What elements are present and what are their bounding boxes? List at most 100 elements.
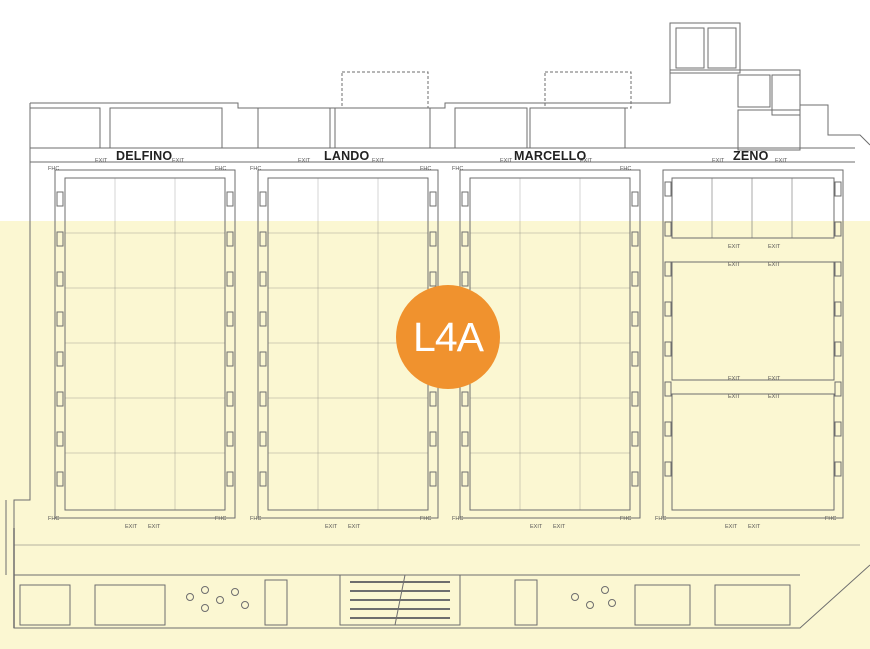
fhc-label-6: FHC (620, 166, 631, 172)
zeno-door-right (834, 301, 842, 317)
zeno-door-left (664, 301, 672, 317)
hall-door-left (259, 191, 267, 207)
service-room-4 (334, 107, 431, 149)
loading-dock-lando (341, 71, 429, 109)
hall-door-left (461, 231, 469, 247)
zeno-door-left (664, 461, 672, 477)
fhc-label-11: FHC (452, 516, 463, 522)
restroom-3 (634, 584, 691, 626)
fhc-label-12: FHC (620, 516, 631, 522)
zeno-door-left (664, 221, 672, 237)
hall-door-left (56, 471, 64, 487)
hall-door-right (429, 431, 437, 447)
hall-door-left (461, 191, 469, 207)
hall-door-left (259, 271, 267, 287)
hall-label-zeno: ZENO (733, 149, 769, 163)
service-shaft-1 (264, 579, 288, 626)
hall-door-left (56, 391, 64, 407)
service-room-5 (454, 107, 528, 149)
exit-label-4: EXIT (372, 158, 385, 164)
zeno-door-right (834, 181, 842, 197)
fhc-label-4: FHC (420, 166, 431, 172)
exit-label-14: EXIT (553, 524, 566, 530)
service-room-2 (109, 107, 223, 149)
hall-door-right (631, 271, 639, 287)
hall-door-left (259, 391, 267, 407)
elevator-core (737, 74, 771, 108)
hall-door-right (631, 471, 639, 487)
hall-outline-1 (54, 169, 236, 519)
exit-labels: EXIT EXIT EXIT EXIT EXIT EXIT EXIT EXIT EXIT EXIT… (95, 158, 788, 530)
zeno-door-left (664, 421, 672, 437)
zeno-room-1 (671, 177, 835, 239)
hall-door-right (631, 191, 639, 207)
service-core-lower (737, 109, 801, 151)
exit-label-5: EXIT (500, 158, 513, 164)
hall-inner-1 (64, 177, 226, 511)
hall-door-left (259, 311, 267, 327)
seating-4 (231, 588, 239, 596)
hall-door-right (226, 351, 234, 367)
fhc-label-7: FHC (48, 516, 59, 522)
hall-door-left (461, 471, 469, 487)
zeno-door-left (664, 341, 672, 357)
hall-door-left (56, 311, 64, 327)
hall-door-right (631, 391, 639, 407)
fhc-label-13: FHC (655, 516, 666, 522)
hall-door-left (461, 391, 469, 407)
exit-label-21: EXIT (728, 376, 741, 382)
service-room-3 (257, 107, 331, 149)
walls (5, 22, 870, 629)
exit-label-10: EXIT (148, 524, 161, 530)
zeno-door-right (834, 341, 842, 357)
hall-label-lando: LANDO (324, 149, 370, 163)
hall-label-delfino: DELFINO (116, 149, 173, 163)
fhc-label-1: FHC (48, 166, 59, 172)
level-badge: L4A (396, 285, 500, 389)
stair-tower (669, 22, 741, 74)
exit-label-15: EXIT (725, 524, 738, 530)
seating-3 (216, 596, 224, 604)
seating-6 (201, 604, 209, 612)
hall-door-left (56, 271, 64, 287)
service-room-1 (29, 107, 101, 149)
zeno-door-right (834, 261, 842, 277)
fhc-label-9: FHC (250, 516, 261, 522)
fhc-label-10: FHC (420, 516, 431, 522)
exit-label-3: EXIT (298, 158, 311, 164)
stair-tower-right (707, 27, 737, 69)
exit-label-7: EXIT (712, 158, 725, 164)
hall-door-left (56, 431, 64, 447)
hall-door-left (56, 231, 64, 247)
zeno-room-2 (671, 261, 835, 381)
restroom-1 (19, 584, 71, 626)
hall-door-right (226, 471, 234, 487)
exit-label-2: EXIT (172, 158, 185, 164)
hall-door-right (226, 191, 234, 207)
hall-door-right (226, 311, 234, 327)
seating-5 (241, 601, 249, 609)
seating-10 (608, 599, 616, 607)
seating-2 (201, 586, 209, 594)
hall-door-left (461, 271, 469, 287)
stair-tower-left (675, 27, 705, 69)
fhc-label-8: FHC (215, 516, 226, 522)
exit-label-16: EXIT (748, 524, 761, 530)
hall-door-left (56, 351, 64, 367)
hall-outline-zeno (662, 169, 844, 519)
exit-label-17: EXIT (728, 244, 741, 250)
hall-door-right (226, 391, 234, 407)
exit-label-12: EXIT (348, 524, 361, 530)
zeno-door-right (834, 221, 842, 237)
service-room-6 (529, 107, 626, 149)
zeno-door-right (834, 461, 842, 477)
escalator-divider (394, 574, 406, 626)
hall-door-right (429, 191, 437, 207)
exit-label-24: EXIT (768, 394, 781, 400)
loading-dock-marcello (544, 71, 632, 109)
fhc-label-2: FHC (215, 166, 226, 172)
hall-door-right (226, 431, 234, 447)
restroom-2 (94, 584, 166, 626)
